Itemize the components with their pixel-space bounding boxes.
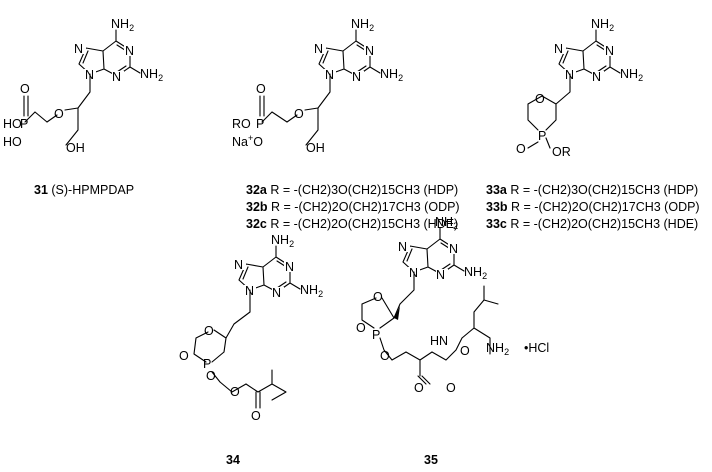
structure-35: O P O O HN O NH2 O O •HCl <box>356 214 549 395</box>
svg-text:32b R = -(CH2)2O(CH2)17CH3 (O: 32b R = -(CH2)2O(CH2)17CH3 (ODP) <box>246 200 460 214</box>
compound-31-label: 31 (S)-HPMPDAP <box>34 183 134 197</box>
compound-34-label: 34 <box>226 453 240 467</box>
svg-text:Na+O: Na+O <box>232 133 263 149</box>
svg-text:P: P <box>372 328 380 342</box>
svg-text:OH: OH <box>306 141 325 155</box>
compound-32-legend: 32a R = -(CH2)3O(CH2)15CH3 (HDP) 32b R =… <box>246 183 460 231</box>
svg-text:O: O <box>54 107 64 121</box>
svg-text:O: O <box>204 324 214 338</box>
compound-35-label: 35 <box>424 453 438 467</box>
svg-text:P: P <box>203 357 211 371</box>
structure-33: O P O OR <box>516 16 644 159</box>
svg-text:O: O <box>251 409 261 423</box>
svg-text:O: O <box>230 385 240 399</box>
svg-text:NH2: NH2 <box>486 341 509 357</box>
svg-text:O: O <box>446 381 456 395</box>
compound-33-legend: 33a R = -(CH2)3O(CH2)15CH3 (HDP) 33b R =… <box>486 183 700 231</box>
structure-31: O P O HO HO OH <box>3 16 164 155</box>
svg-text:O: O <box>206 369 216 383</box>
svg-text:33b R = -(CH2)2O(CH2)17CH3 (O: 33b R = -(CH2)2O(CH2)17CH3 (ODP) <box>486 200 700 214</box>
svg-text:O: O <box>380 349 390 363</box>
svg-text:O: O <box>460 344 470 358</box>
svg-text:O: O <box>294 107 304 121</box>
svg-text:O: O <box>373 290 383 304</box>
svg-text:P: P <box>538 129 546 143</box>
svg-text:HN: HN <box>430 334 448 348</box>
svg-text:OH: OH <box>66 141 85 155</box>
svg-text:O: O <box>179 349 189 363</box>
structure-34: O P O O O O <box>179 232 324 423</box>
svg-text:•HCl: •HCl <box>524 341 549 355</box>
svg-text:O: O <box>414 381 424 395</box>
svg-text:O: O <box>20 82 30 96</box>
svg-text:HO: HO <box>3 135 22 149</box>
svg-text:OR: OR <box>552 145 571 159</box>
svg-text:P: P <box>20 117 28 131</box>
svg-text:32a R = -(CH2)3O(CH2)15CH3 (H: 32a R = -(CH2)3O(CH2)15CH3 (HDP) <box>246 183 458 197</box>
svg-text:RO: RO <box>232 117 251 131</box>
svg-text:O: O <box>356 321 366 335</box>
structure-32: O P O RO Na+O OH <box>232 16 404 155</box>
svg-text:O: O <box>516 142 526 156</box>
svg-text:32c R = -(CH2)2O(CH2)15CH3 (H: 32c R = -(CH2)2O(CH2)15CH3 (HDE) <box>246 217 458 231</box>
svg-text:33a R = -(CH2)3O(CH2)15CH3 (H: 33a R = -(CH2)3O(CH2)15CH3 (HDP) <box>486 183 698 197</box>
svg-text:33c R = -(CH2)2O(CH2)15CH3 (H: 33c R = -(CH2)2O(CH2)15CH3 (HDE) <box>486 217 698 231</box>
svg-text:O: O <box>256 82 266 96</box>
svg-text:HO: HO <box>3 117 22 131</box>
svg-text:P: P <box>256 117 264 131</box>
svg-text:O: O <box>535 92 545 106</box>
